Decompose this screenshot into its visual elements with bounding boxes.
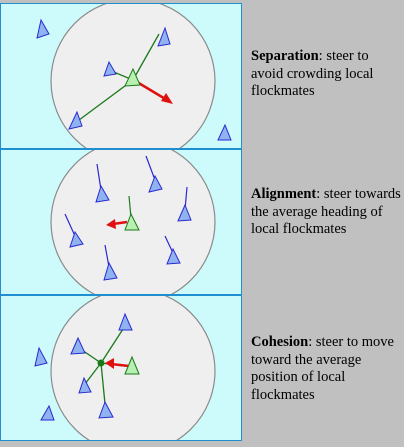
boid — [36, 18, 50, 39]
steer-arrowhead — [106, 219, 116, 229]
boid — [34, 346, 48, 367]
boid — [166, 247, 181, 265]
boid — [103, 261, 118, 281]
neighbor-link — [84, 362, 102, 385]
boid — [70, 336, 86, 355]
separation-panel — [0, 3, 242, 149]
boid — [177, 203, 192, 222]
alignment-panel — [0, 149, 242, 295]
neighbor-link — [74, 79, 134, 124]
focal-boid — [124, 67, 141, 87]
focal-boid — [124, 212, 140, 231]
boid — [157, 26, 171, 47]
boid — [103, 60, 117, 77]
boid — [68, 110, 83, 130]
heading-line — [145, 155, 156, 181]
heading-line — [164, 235, 174, 254]
alignment-text: : steer towards the average heading of l… — [251, 186, 401, 237]
separation-caption: Separation: steer to avoid crowding loca… — [251, 48, 401, 101]
cohesion-caption: Cohesion: steer to move toward the avera… — [251, 334, 401, 404]
boid — [217, 123, 232, 141]
focal-boid — [124, 355, 140, 375]
separation-text: : steer to avoid crowding local flockmat… — [251, 48, 374, 99]
heading-line — [104, 244, 110, 268]
separation-diagram — [36, 4, 232, 148]
boid — [78, 376, 92, 394]
neighbor-link — [132, 33, 160, 81]
steer-arrow — [136, 80, 168, 102]
boid — [40, 404, 55, 421]
steer-arrowhead — [105, 358, 114, 369]
cohesion-diagram — [34, 296, 216, 440]
heading-line — [64, 213, 76, 237]
heading-line — [96, 163, 102, 191]
boid — [98, 400, 114, 419]
neighbor-link — [100, 362, 106, 405]
neighbor-link — [100, 325, 126, 364]
separation-term: Separation — [251, 48, 319, 64]
boid — [118, 312, 133, 331]
alignment-caption: Alignment: steer towards the average hea… — [251, 186, 401, 239]
boid — [69, 230, 84, 248]
cohesion-text: : steer to move toward the average posit… — [251, 334, 394, 403]
boid — [95, 184, 110, 203]
steer-arrowhead — [161, 93, 173, 104]
alignment-diagram — [50, 150, 216, 294]
alignment-term: Alignment — [251, 186, 317, 202]
boid — [148, 174, 163, 193]
cohesion-panel — [0, 295, 242, 441]
center-of-mass — [97, 359, 105, 367]
cohesion-term: Cohesion — [251, 334, 309, 350]
